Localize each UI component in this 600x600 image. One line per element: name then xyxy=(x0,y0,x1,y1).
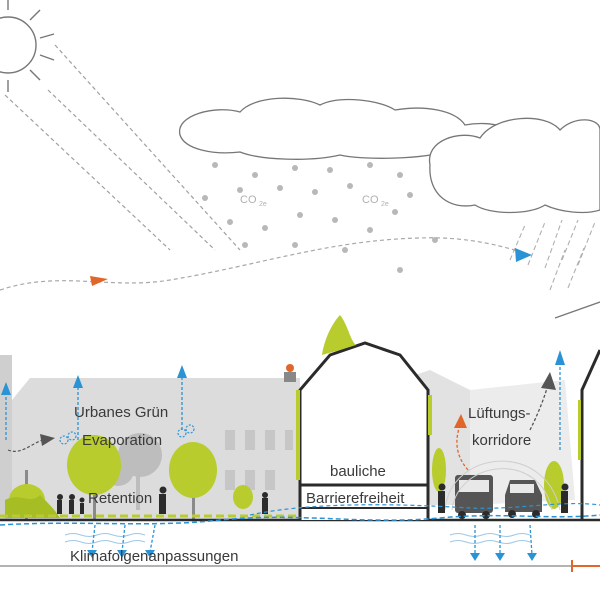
solar-radiation-arrows xyxy=(4,44,241,251)
svg-text:CO: CO xyxy=(362,194,379,206)
co2-label-left: CO 2e xyxy=(240,194,267,208)
label-evaporation: Evaporation xyxy=(82,432,162,449)
svg-text:2e: 2e xyxy=(381,201,389,208)
bus-icon xyxy=(455,475,493,519)
water-flow-line xyxy=(0,514,600,526)
green-facade xyxy=(578,400,581,460)
label-barrier-line1: bauliche xyxy=(330,463,386,480)
rooftop-sign xyxy=(284,364,296,382)
ventilation-arcs xyxy=(444,460,561,511)
label-ventilation-line1: Lüftungs- xyxy=(468,405,531,422)
blue-arrow-icon xyxy=(515,248,532,262)
right-building xyxy=(580,349,600,520)
label-ventilation-line2: korridore xyxy=(472,432,531,449)
label-barrier-line2: Barrierefreiheit xyxy=(306,490,405,507)
cloud-icon xyxy=(179,97,600,214)
infiltration-arrows xyxy=(87,524,537,561)
background-windows xyxy=(225,430,293,490)
arrow-icon xyxy=(40,434,55,446)
ventilation-orange-arrow xyxy=(456,424,469,471)
gray-up-arrow-icon xyxy=(541,372,556,390)
water-flow-line-upper xyxy=(249,503,600,516)
orange-up-arrow-icon xyxy=(454,414,467,428)
main-building xyxy=(296,315,432,520)
svg-text:2e: 2e xyxy=(259,201,267,208)
evaporation-flow-arrow xyxy=(7,439,43,452)
orange-arrow-icon xyxy=(90,276,108,286)
wind-flow-line xyxy=(0,237,531,291)
label-climate-adaptation: Klimafolgenanpassungen xyxy=(70,548,238,565)
person-icon xyxy=(57,483,569,514)
label-retention: Retention xyxy=(88,490,152,507)
rain-dots xyxy=(202,162,438,273)
co2-label-right: CO 2e xyxy=(362,194,389,208)
sun-icon xyxy=(0,0,55,92)
water-wave-icon xyxy=(64,532,531,545)
label-urban-green: Urbanes Grün xyxy=(74,404,168,421)
evaporation-swirl-icon xyxy=(59,424,195,445)
rain-icon xyxy=(509,219,596,291)
shrubs xyxy=(5,495,60,518)
wind-line-right xyxy=(554,301,600,319)
evaporation-arrows xyxy=(1,350,565,450)
car-icon xyxy=(505,480,542,518)
svg-text:CO: CO xyxy=(240,194,257,206)
